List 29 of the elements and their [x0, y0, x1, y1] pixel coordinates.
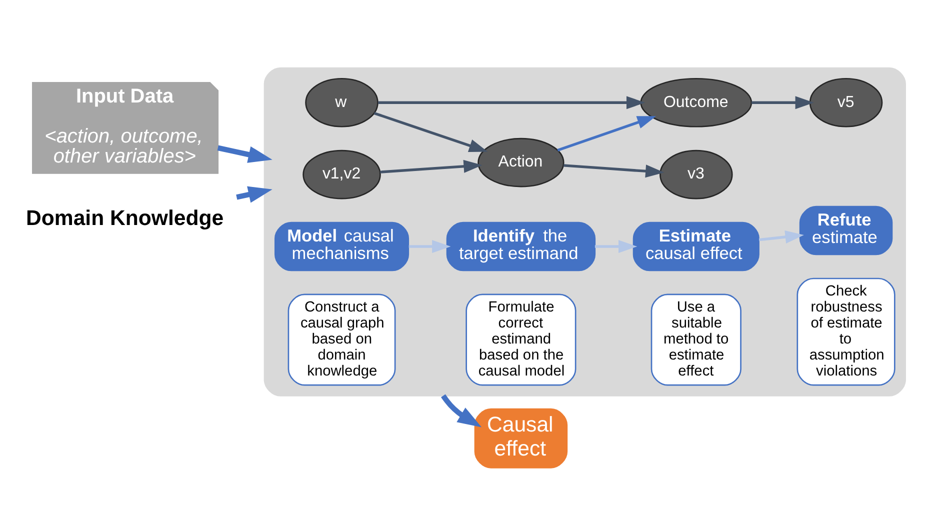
node-ellipse: Outcome [640, 78, 752, 128]
node-box: Estimate causal effect [632, 222, 760, 272]
arrow [594, 240, 638, 254]
node-box: Formulate correct estimand based on the causal model [466, 294, 576, 386]
arrow [374, 112, 488, 152]
arrow [217, 145, 272, 163]
node-box: Causal effect [474, 408, 568, 468]
arrow [380, 160, 482, 174]
node-text: Domain Knowledge [26, 206, 224, 230]
node-ellipse: v1,v2 [302, 150, 381, 200]
arrow [564, 164, 664, 178]
node-ellipse: w [305, 78, 378, 128]
node-box: Use a suitable method to estimate effect [650, 294, 742, 386]
arrow [758, 230, 804, 244]
cluster [264, 67, 906, 396]
arrow [557, 116, 656, 152]
node-ellipse: v5 [809, 78, 883, 128]
node-ellipse: Action [478, 138, 564, 188]
arrow [408, 240, 451, 254]
node-box: Refute estimate [799, 206, 893, 256]
node-box: Construct a causal graph based on domain knowledge [288, 294, 396, 386]
arrow [378, 96, 646, 110]
node-ellipse: v3 [660, 150, 733, 200]
node-box: Check robustness of estimate to assumption violations [796, 278, 896, 386]
arrow [236, 186, 272, 203]
node-box: Model causal mechanisms [274, 222, 410, 272]
arrow [441, 394, 482, 428]
arrow [751, 96, 814, 110]
node-box: Identify the target estimand [446, 222, 596, 272]
